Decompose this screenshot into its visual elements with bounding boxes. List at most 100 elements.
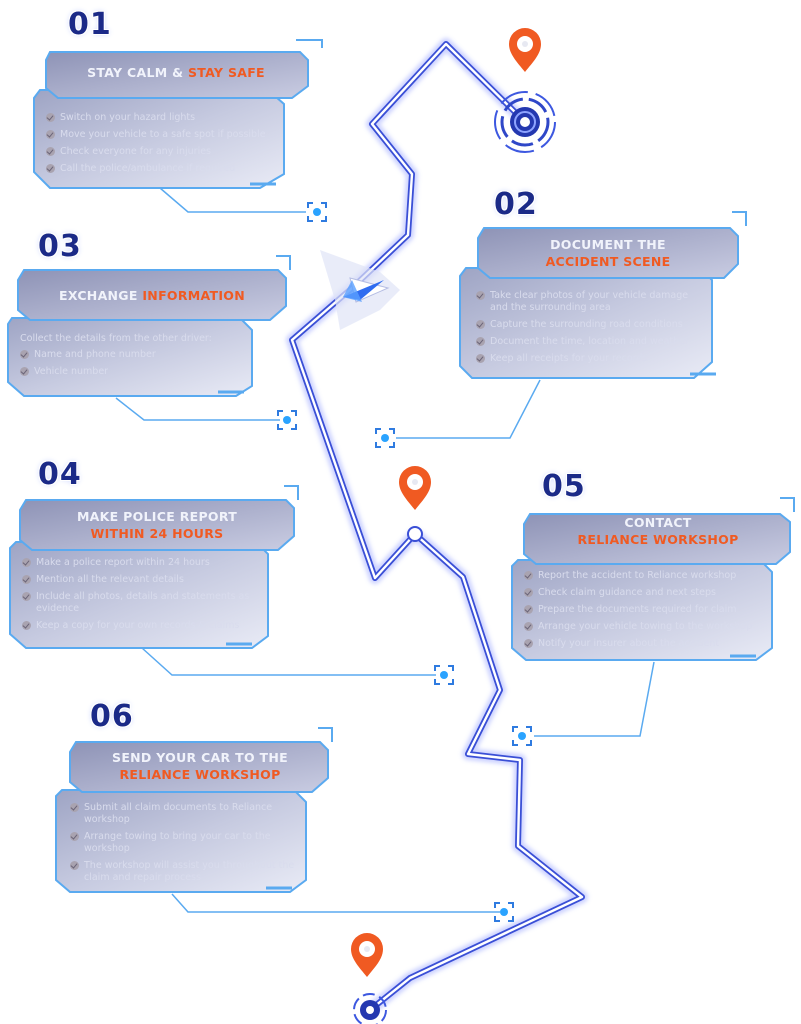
check-bullet-icon (20, 367, 29, 376)
focus-target-icon (512, 726, 532, 746)
list-item: Keep all receipts for your records (476, 353, 704, 365)
list-item: Check everyone for any injuries (46, 146, 274, 158)
check-bullet-icon (524, 588, 533, 597)
step-number: 05 (542, 469, 586, 504)
list-item: Make a police report within 24 hours (22, 557, 258, 569)
check-bullet-icon (524, 605, 533, 614)
list-item-text: Keep all receipts for your records (490, 353, 648, 364)
list-item-text: Move your vehicle to a safe spot if poss… (60, 129, 266, 140)
list-item: Vehicle number (20, 366, 248, 378)
step-panel-04 (9, 485, 436, 676)
check-bullet-icon (22, 575, 31, 584)
check-bullet-icon (524, 622, 533, 631)
list-item-text: Submit all claim documents to Reliance w… (84, 802, 273, 825)
step-title: SEND YOUR CAR TO THE RELIANCE WORKSHOP (76, 749, 324, 783)
list-item-text: The workshop will assist you throughout … (84, 860, 295, 883)
check-bullet-icon (524, 571, 533, 580)
route-node (407, 526, 423, 542)
step-title-accent: STAY SAFE (188, 65, 265, 80)
list-item-text: Mention all the relevant details (36, 574, 184, 585)
check-bullet-icon (46, 164, 55, 173)
list-item: Keep a copy for your own records & claim… (22, 620, 258, 632)
list-item: Name and phone number (20, 349, 248, 361)
step-list: Collect the details from the other drive… (20, 333, 248, 383)
check-bullet-icon (524, 639, 533, 648)
step-title: DOCUMENT THE ACCIDENT SCENE (484, 236, 732, 270)
location-pin-icon (509, 28, 541, 72)
focus-target-icon (434, 665, 454, 685)
step-number: 04 (38, 457, 82, 492)
step-title-main: SEND YOUR CAR TO THE (112, 750, 288, 765)
list-item: Call the police/ambulance if required (46, 163, 274, 175)
list-item-text: Check claim guidance and next steps (538, 587, 716, 598)
list-item-text: Capture the surrounding road conditions (490, 319, 683, 330)
step-panel-06 (55, 727, 500, 913)
check-bullet-icon (20, 350, 29, 359)
list-item: Document the time, location and weather (476, 336, 704, 348)
check-bullet-icon (22, 592, 31, 601)
list-item-text: Name and phone number (34, 349, 156, 360)
list-item: Move your vehicle to a safe spot if poss… (46, 129, 274, 141)
check-bullet-icon (46, 130, 55, 139)
list-item-text: Check everyone for any injuries (60, 146, 212, 157)
step-number: 06 (90, 699, 134, 734)
step-number: 01 (68, 7, 112, 42)
list-item-text: Notify your insurer about the accident (538, 638, 720, 649)
list-item: Switch on your hazard lights (46, 112, 274, 124)
step-panel-05 (511, 497, 795, 737)
navigation-arrow-icon (320, 250, 400, 330)
step-list: Switch on your hazard lights Move your v… (46, 112, 274, 180)
list-item-text: Arrange towing to bring your car to the … (84, 831, 271, 854)
list-item: Take clear photos of your vehicle damage… (476, 290, 704, 314)
step-number: 02 (494, 187, 538, 222)
step-list: Make a police report within 24 hours Men… (22, 557, 258, 637)
list-item: Capture the surrounding road conditions (476, 319, 704, 331)
step-list: Submit all claim documents to Reliance w… (70, 802, 300, 889)
step-title-main: EXCHANGE (59, 288, 143, 303)
list-item-text: Document the time, location and weather (490, 336, 689, 347)
step-title-accent: RELIANCE WORKSHOP (119, 767, 281, 782)
list-item-text: Vehicle number (34, 366, 109, 377)
list-item-text: Take clear photos of your vehicle damage… (490, 290, 689, 313)
step-list: Take clear photos of your vehicle damage… (476, 290, 704, 370)
step-title: EXCHANGE INFORMATION (24, 287, 280, 304)
check-bullet-icon (46, 113, 55, 122)
list-item-text: Switch on your hazard lights (60, 112, 196, 123)
step-title: STAY CALM & STAY SAFE (50, 64, 302, 81)
list-item: Arrange your vehicle towing to the works… (524, 621, 766, 633)
step-title-accent: WITHIN 24 HOURS (90, 526, 224, 541)
check-bullet-icon (46, 147, 55, 156)
list-item: Submit all claim documents to Reliance w… (70, 802, 300, 826)
check-bullet-icon (70, 803, 79, 812)
start-point (494, 91, 556, 153)
list-item-text: Report the accident to Reliance workshop (538, 570, 737, 581)
step-panel-01 (33, 39, 323, 213)
list-item-text: Call the police/ambulance if required (60, 163, 236, 174)
step-title-accent: INFORMATION (142, 288, 245, 303)
step-title: CONTACT RELIANCE WORKSHOP (530, 514, 786, 548)
list-item: Include all photos, details and statemen… (22, 591, 258, 615)
step-title-main: DOCUMENT THE (550, 237, 666, 252)
check-bullet-icon (22, 621, 31, 630)
list-item-text: Arrange your vehicle towing to the works… (538, 621, 753, 632)
step-title-main: MAKE POLICE REPORT (76, 509, 238, 524)
list-item: Notify your insurer about the accident (524, 638, 766, 650)
check-bullet-icon (476, 291, 485, 300)
step-panel-02 (396, 211, 747, 439)
check-bullet-icon (476, 320, 485, 329)
focus-target-icon (277, 410, 297, 430)
list-item-text: Make a police report within 24 hours (36, 557, 210, 568)
end-point (353, 993, 387, 1024)
check-bullet-icon (22, 558, 31, 567)
list-item-text: Prepare the documents required for claim (538, 604, 737, 615)
check-bullet-icon (476, 354, 485, 363)
focus-target-icon (494, 902, 514, 922)
step-title-accent: RELIANCE WORKSHOP (577, 532, 739, 547)
list-item: Arrange towing to bring your car to the … (70, 831, 300, 855)
check-bullet-icon (476, 337, 485, 346)
check-bullet-icon (70, 861, 79, 870)
list-item-text: Keep a copy for your own records & claim… (36, 620, 240, 631)
list-item: Mention all the relevant details (22, 574, 258, 586)
focus-target-icon (307, 202, 327, 222)
